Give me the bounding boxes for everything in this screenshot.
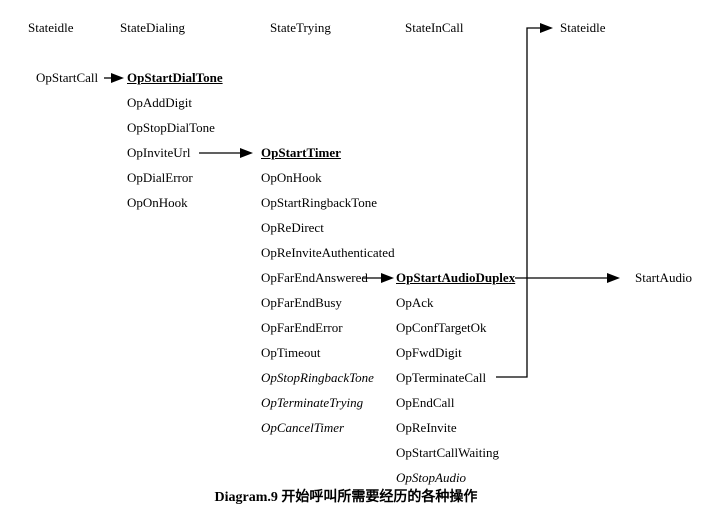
op-stop-audio-label: OpStopAudio <box>396 470 467 485</box>
header-statetrying: StateTrying <box>270 20 331 35</box>
op-start-call-waiting-label: OpStartCallWaiting <box>396 445 499 460</box>
op-far-end-error-label: OpFarEndError <box>261 320 343 335</box>
op-conf-target-ok-label: OpConfTargetOk <box>396 320 487 335</box>
op-timeout-label: OpTimeout <box>261 345 321 360</box>
op-start-call-label: OpStartCall <box>36 70 99 85</box>
incall-ops-column: OpStartAudioDuplex OpAck OpConfTargetOk … <box>396 265 515 490</box>
op-start-timer-label: OpStartTimer <box>261 145 341 160</box>
op-redirect-label: OpReDirect <box>261 220 324 235</box>
dialing-ops-column: OpStartDialTone OpAddDigit OpStopDialTon… <box>127 65 223 215</box>
header-stateidle-return: Stateidle <box>560 20 606 35</box>
start-audio-label: StartAudio <box>635 270 693 285</box>
op-far-end-busy-label: OpFarEndBusy <box>261 295 342 310</box>
op-start-audio-duplex-label: OpStartAudioDuplex <box>396 270 516 285</box>
op-on-hook-dialing-label: OpOnHook <box>127 195 188 210</box>
op-far-end-answered-label: OpFarEndAnswered <box>261 270 368 285</box>
op-terminate-trying-label: OpTerminateTrying <box>261 395 364 410</box>
op-dial-error-label: OpDialError <box>127 170 193 185</box>
op-start-ringback-tone-label: OpStartRingbackTone <box>261 195 378 210</box>
op-ack-label: OpAck <box>396 295 434 310</box>
op-end-call-label: OpEndCall <box>396 395 455 410</box>
op-terminate-call-label: OpTerminateCall <box>396 370 487 385</box>
arrow-opstartcall-to-opstartdialtone <box>104 73 124 83</box>
op-invite-url-label: OpInviteUrl <box>127 145 191 160</box>
diagram-caption: Diagram.9 开始呼叫所需要经历的各种操作 <box>214 490 478 505</box>
header-stateincall: StateInCall <box>405 20 464 35</box>
op-stop-dial-tone-label: OpStopDialTone <box>127 120 215 135</box>
op-on-hook-trying-label: OpOnHook <box>261 170 322 185</box>
op-reinvite-authenticated-label: OpReInviteAuthenticated <box>261 245 395 260</box>
op-stop-ringback-tone-label: OpStopRingbackTone <box>261 370 374 385</box>
trying-ops-column: OpStartTimer OpOnHook OpStartRingbackTon… <box>261 140 395 440</box>
header-stateidle: Stateidle <box>28 20 74 35</box>
op-start-dial-tone-label: OpStartDialTone <box>127 70 223 85</box>
op-add-digit-label: OpAddDigit <box>127 95 192 110</box>
op-cancel-timer-label: OpCancelTimer <box>261 420 345 435</box>
arrow-opstartaudioduplex-to-startaudio <box>515 273 620 283</box>
op-fwd-digit-label: OpFwdDigit <box>396 345 462 360</box>
op-reinvite-label: OpReInvite <box>396 420 457 435</box>
header-statedialing: StateDialing <box>120 20 185 35</box>
